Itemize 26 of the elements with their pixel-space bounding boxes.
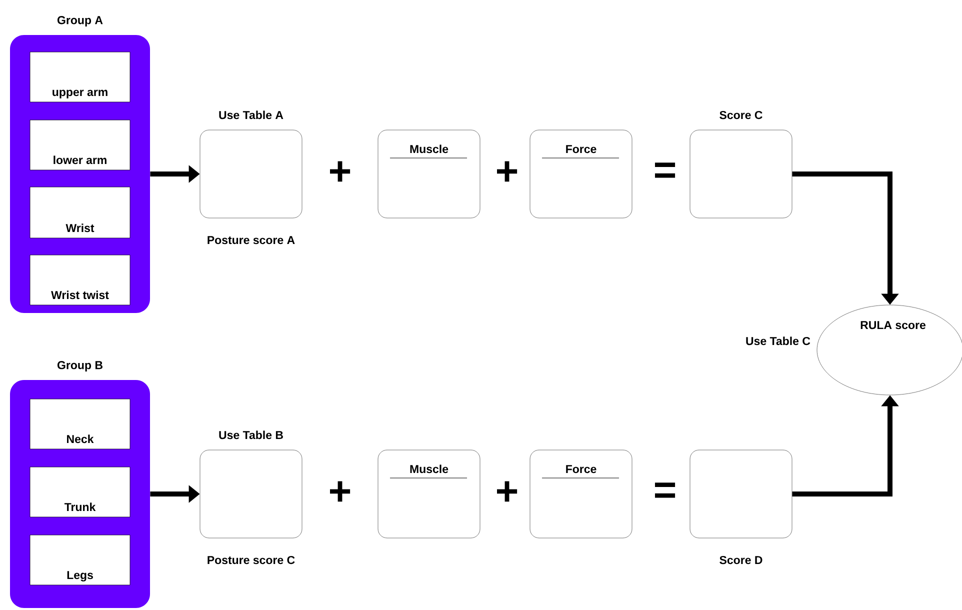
- table-caption: Use Table A: [219, 110, 284, 120]
- body-part-box: Legs: [30, 534, 130, 586]
- score-caption: Posture score A: [208, 236, 295, 244]
- factor-box: Force: [530, 130, 632, 218]
- table-caption: Use Table B: [219, 430, 283, 440]
- factor-box: Muscle: [378, 450, 480, 538]
- score-caption: Score D: [720, 556, 762, 564]
- body-part-box: lower arm: [30, 120, 130, 170]
- table-caption: Use Table C: [746, 336, 810, 346]
- group-heading: Group B: [57, 361, 102, 372]
- score-caption: Posture score C: [208, 556, 295, 564]
- body-part-box: Neck: [30, 398, 130, 450]
- factor-box: Muscle: [378, 130, 480, 218]
- operator-sign: =: [654, 482, 676, 498]
- operator-sign: +: [330, 481, 350, 502]
- group-heading: Group A: [57, 16, 103, 26]
- operator-sign: +: [497, 481, 518, 502]
- factor-box: Force: [530, 450, 632, 538]
- body-part-box: Trunk: [30, 466, 130, 518]
- body-part-box: Wrist: [30, 186, 130, 238]
- body-part-box: upper arm: [30, 52, 130, 102]
- table-caption: Score C: [720, 110, 762, 120]
- operator-sign: +: [497, 161, 518, 182]
- operator-sign: =: [654, 162, 676, 178]
- body-part-box: Wrist twist: [30, 254, 130, 306]
- operator-sign: +: [330, 161, 350, 182]
